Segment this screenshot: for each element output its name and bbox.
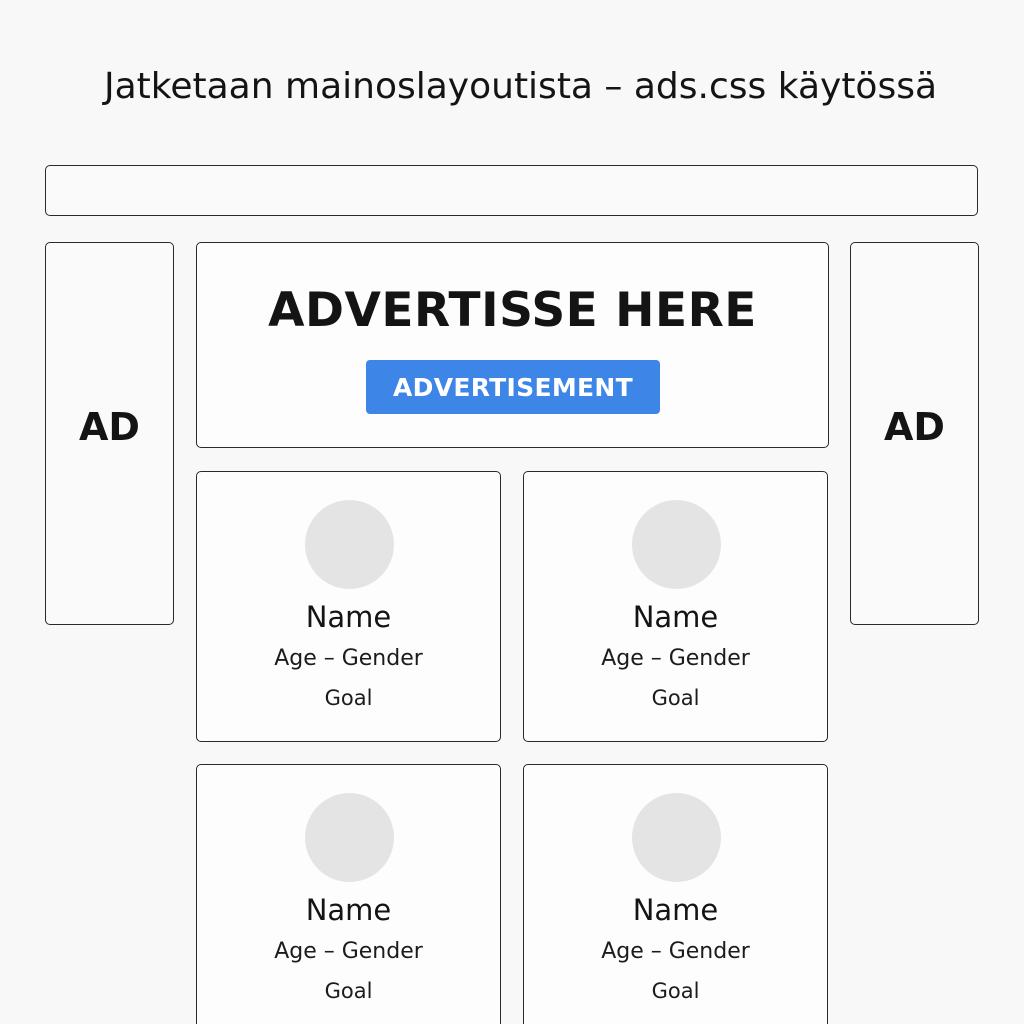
profile-age-gender: Age – Gender xyxy=(274,939,423,964)
page-title: Jatketaan mainoslayoutista – ads.css käy… xyxy=(104,66,938,107)
banner-ad[interactable]: ADVERTISSE HERE ADVERTISEMENT xyxy=(196,242,829,448)
profile-goal: Goal xyxy=(324,979,373,1003)
profile-name: Name xyxy=(632,893,719,927)
profile-name: Name xyxy=(632,600,719,634)
profile-age-gender: Age – Gender xyxy=(601,939,750,964)
avatar xyxy=(631,793,721,882)
avatar xyxy=(304,793,394,882)
profile-name: Name xyxy=(305,600,392,634)
profile-goal: Goal xyxy=(651,686,700,710)
profile-name: Name xyxy=(305,893,392,927)
avatar xyxy=(631,500,721,589)
right-ad-label: AD xyxy=(884,404,945,449)
profile-goal: Goal xyxy=(324,686,373,710)
profile-age-gender: Age – Gender xyxy=(274,646,423,671)
avatar xyxy=(304,500,394,589)
left-side-ad[interactable]: AD xyxy=(45,242,174,625)
right-side-ad[interactable]: AD xyxy=(850,242,979,625)
profile-card[interactable]: Name Age – Gender Goal xyxy=(523,764,828,1024)
left-ad-label: AD xyxy=(79,404,140,449)
profile-goal: Goal xyxy=(651,979,700,1003)
top-ad-bar[interactable] xyxy=(45,165,978,216)
profile-card[interactable]: Name Age – Gender Goal xyxy=(196,471,501,742)
profile-age-gender: Age – Gender xyxy=(601,646,750,671)
profile-card[interactable]: Name Age – Gender Goal xyxy=(523,471,828,742)
profile-card[interactable]: Name Age – Gender Goal xyxy=(196,764,501,1024)
banner-heading: ADVERTISSE HERE xyxy=(268,283,757,338)
advertisement-button[interactable]: ADVERTISEMENT xyxy=(366,360,660,414)
